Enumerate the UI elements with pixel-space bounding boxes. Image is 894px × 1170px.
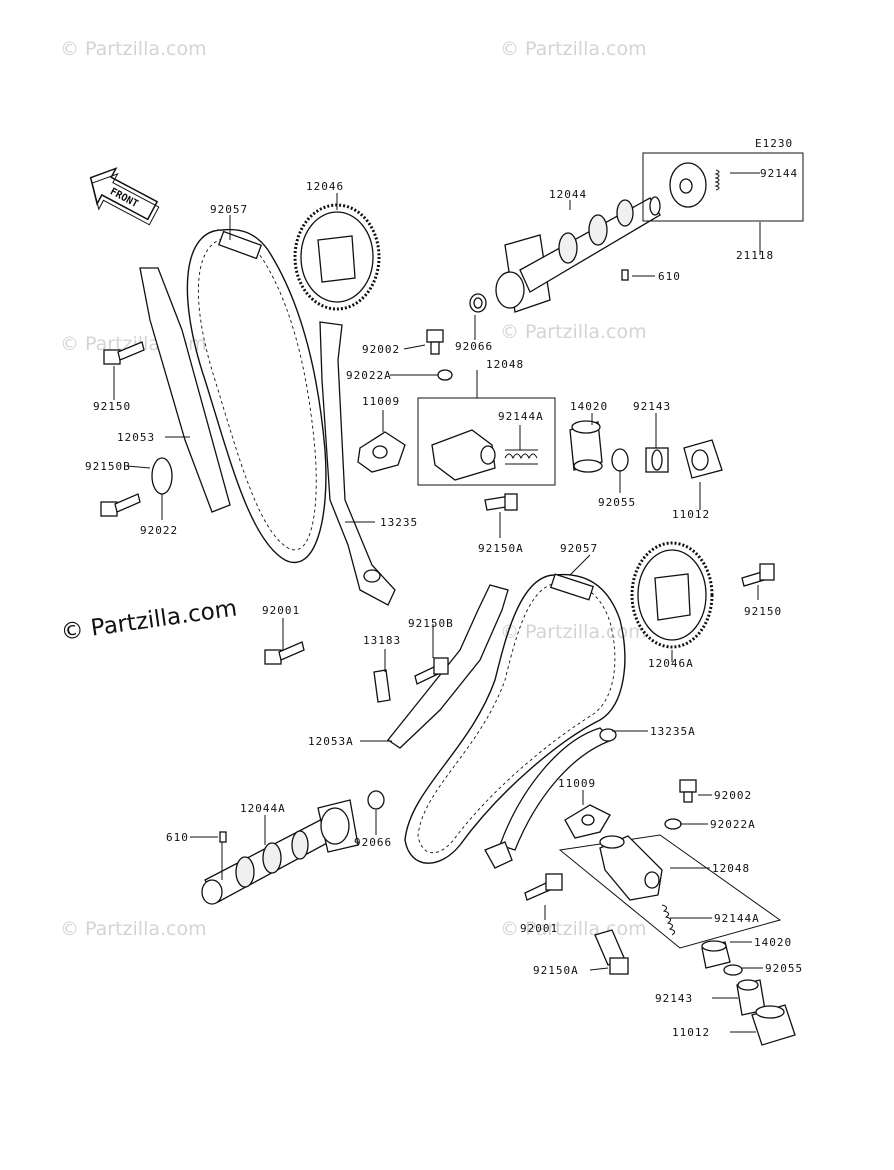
part-label: 12048 bbox=[486, 358, 524, 371]
part-label: 13235 bbox=[380, 516, 418, 529]
bolt-92001-bottom bbox=[524, 873, 563, 901]
collar-92143-top bbox=[645, 447, 669, 473]
part-label: 92144 bbox=[760, 167, 798, 180]
watermark: © Partzilla.com bbox=[60, 38, 207, 60]
part-label: 11012 bbox=[672, 508, 710, 521]
bolt-92150B-mid bbox=[414, 657, 449, 685]
tensioner-12048-bottom bbox=[558, 834, 782, 949]
part-label: 92055 bbox=[765, 962, 803, 975]
tensioner-guide-13235A bbox=[484, 727, 617, 869]
part-label: 92150A bbox=[533, 964, 579, 977]
collar-92143-bottom bbox=[736, 979, 766, 1016]
bracket-13183 bbox=[373, 669, 391, 703]
part-label: 92057 bbox=[210, 203, 248, 216]
washer-92022A-top bbox=[437, 369, 453, 381]
part-label: 21118 bbox=[736, 249, 774, 262]
tensioner-12048-top bbox=[417, 397, 556, 486]
part-label: 92150B bbox=[85, 460, 131, 473]
part-label: 92143 bbox=[633, 400, 671, 413]
part-label: 92144A bbox=[714, 912, 760, 925]
washer-92022A-bottom bbox=[664, 818, 682, 830]
tensioner-guide-13235 bbox=[319, 321, 396, 606]
part-label: 92055 bbox=[598, 496, 636, 509]
part-label: 12046A bbox=[648, 657, 694, 670]
part-label: 92002 bbox=[714, 789, 752, 802]
bolt-92150-left bbox=[103, 341, 145, 365]
part-label: 12053 bbox=[117, 431, 155, 444]
sprocket-12046A bbox=[630, 541, 714, 649]
part-label: 14020 bbox=[570, 400, 608, 413]
sprocket-12046 bbox=[293, 203, 381, 311]
watermark: © Partzilla.com bbox=[60, 918, 207, 940]
oring-92055-bottom bbox=[723, 964, 743, 976]
washer-92022 bbox=[151, 457, 173, 495]
watermark: © Partzilla.com bbox=[500, 38, 647, 60]
front-arrow-icon: FRONT bbox=[89, 167, 160, 226]
bolt-92002-top bbox=[426, 329, 444, 355]
part-label: 12048 bbox=[712, 862, 750, 875]
part-label: 13235A bbox=[650, 725, 696, 738]
diagram-code: E1230 bbox=[755, 137, 793, 150]
part-label: 92057 bbox=[560, 542, 598, 555]
part-label: 12053A bbox=[308, 735, 354, 748]
part-label: 92150B bbox=[408, 617, 454, 630]
watermark-main: © Partzilla.com bbox=[59, 595, 238, 645]
part-label: 13183 bbox=[363, 634, 401, 647]
part-label: 610 bbox=[166, 831, 189, 844]
cap-11012-top bbox=[683, 439, 723, 479]
cap-14020-bottom bbox=[701, 940, 731, 969]
part-label: 11012 bbox=[672, 1026, 710, 1039]
part-label: 12044A bbox=[240, 802, 286, 815]
rotor-21118 bbox=[642, 152, 804, 222]
part-label: 12046 bbox=[306, 180, 344, 193]
watermark: © Partzilla.com bbox=[500, 621, 647, 643]
pin-610-bottom bbox=[219, 831, 227, 843]
part-label: 610 bbox=[658, 270, 681, 283]
bolt-92002-bottom bbox=[679, 779, 697, 803]
collar-92066-top bbox=[469, 293, 487, 313]
oring-92055-top bbox=[611, 448, 629, 472]
camshaft-bottom bbox=[201, 799, 359, 905]
part-label: 92150A bbox=[478, 542, 524, 555]
leader-lines bbox=[113, 172, 763, 1033]
part-label: 92143 bbox=[655, 992, 693, 1005]
part-label: 92066 bbox=[455, 340, 493, 353]
chain-92057-top bbox=[186, 228, 327, 563]
part-label: 92150 bbox=[744, 605, 782, 618]
part-label: 92022A bbox=[710, 818, 756, 831]
part-label: 92001 bbox=[262, 604, 300, 617]
collar-92066-bottom bbox=[367, 790, 385, 810]
watermark: © Partzilla.com bbox=[500, 321, 647, 343]
part-label: 92001 bbox=[520, 922, 558, 935]
chain-guide-12053 bbox=[139, 267, 231, 513]
gasket-11009-top bbox=[357, 431, 406, 473]
part-label: 12044 bbox=[549, 188, 587, 201]
bolt-92001-left bbox=[264, 641, 305, 665]
camshaft-top bbox=[495, 196, 661, 313]
cap-11012-bottom bbox=[751, 1004, 796, 1046]
gasket-11009-bottom bbox=[564, 804, 611, 839]
chain-92057-bottom bbox=[404, 573, 626, 864]
pin-610-top bbox=[621, 269, 629, 281]
part-label: 92144A bbox=[498, 410, 544, 423]
bolt-92150A-top bbox=[484, 493, 518, 511]
part-label: 14020 bbox=[754, 936, 792, 949]
bolt-92150B-left bbox=[100, 493, 141, 517]
part-label: 92066 bbox=[354, 836, 392, 849]
part-label: 92022A bbox=[346, 369, 392, 382]
cap-14020-top bbox=[569, 420, 603, 473]
bolt-92150-right bbox=[741, 563, 775, 587]
part-label: 92002 bbox=[362, 343, 400, 356]
part-label: 11009 bbox=[362, 395, 400, 408]
bolt-92150A-bottom bbox=[594, 929, 629, 975]
part-label: 92022 bbox=[140, 524, 178, 537]
part-label: 92150 bbox=[93, 400, 131, 413]
part-label: 11009 bbox=[558, 777, 596, 790]
